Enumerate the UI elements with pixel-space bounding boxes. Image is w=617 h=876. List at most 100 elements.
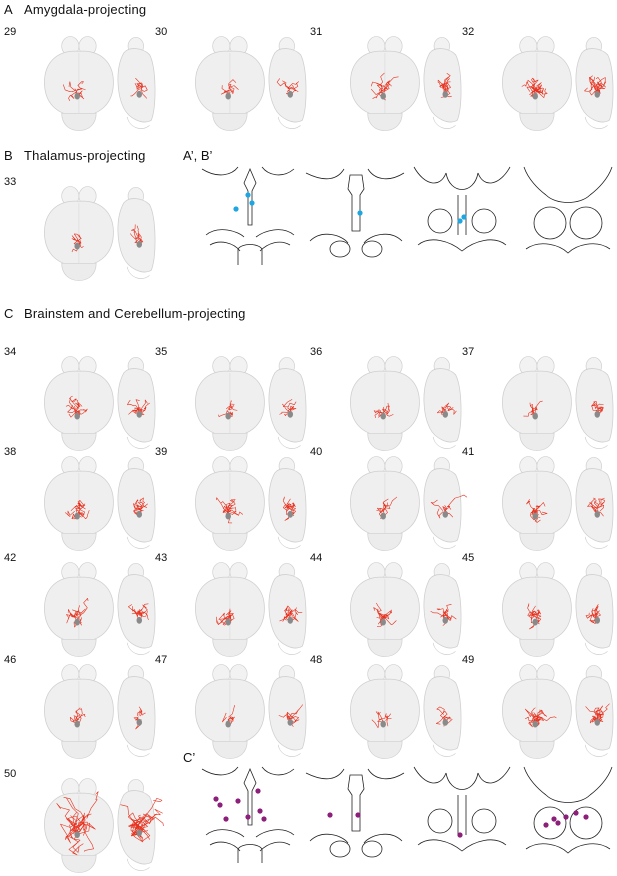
axon-trace: [131, 827, 144, 843]
axon-trace: [529, 610, 538, 620]
axon-trace: [599, 82, 607, 90]
panel-number: 30: [155, 26, 168, 38]
axon-trace: [384, 81, 392, 92]
dorsal-brain-view: [502, 562, 572, 657]
neuron-panel: [16, 354, 166, 454]
neuron-panel: [322, 34, 472, 134]
axon-trace: [292, 84, 297, 92]
section-letter: C: [4, 306, 14, 321]
axon-trace: [68, 397, 79, 413]
dorsal-brain-view: [195, 36, 265, 131]
neuron-panel: [16, 662, 166, 762]
axon-trace: [533, 87, 541, 93]
axon-trace: [63, 796, 86, 829]
soma-marker: [594, 510, 601, 518]
axon-trace: [229, 86, 235, 95]
panel-number: 34: [4, 346, 17, 358]
soma-marker: [74, 92, 80, 100]
axon-trace: [139, 498, 145, 510]
axon-trace: [135, 236, 143, 243]
axon-trace: [66, 613, 77, 624]
axon-trace: [139, 820, 150, 840]
axon-trace: [216, 497, 227, 512]
coronal-section: [413, 166, 511, 252]
projection-dot: [213, 796, 219, 802]
axon-trace: [228, 716, 234, 721]
sublabel-ab-prime: A’, B’: [183, 148, 213, 163]
axon-trace: [531, 605, 537, 615]
lateral-brain-view: [117, 357, 156, 449]
dorsal-brain-view: [44, 186, 114, 281]
soma-marker: [287, 510, 294, 518]
neuron-panel: [167, 454, 317, 554]
neuron-panel: [322, 454, 472, 554]
axon-trace: [596, 703, 610, 716]
axon-trace: [593, 401, 599, 409]
axon-trace: [291, 82, 299, 90]
axon-trace: [286, 86, 292, 92]
soma-marker: [380, 618, 386, 626]
axon-trace: [139, 603, 149, 617]
axon-trace: [136, 225, 142, 242]
axon-trace: [290, 502, 296, 512]
soma-marker: [225, 618, 231, 626]
axon-trace: [78, 821, 89, 830]
axon-trace: [370, 81, 383, 90]
axon-trace: [79, 708, 83, 719]
axon-trace: [591, 608, 598, 616]
panel-number: 45: [462, 552, 475, 564]
axon-trace: [135, 77, 144, 89]
dorsal-brain-view: [502, 356, 572, 451]
soma-marker: [225, 512, 231, 520]
axon-trace: [589, 716, 600, 724]
neuron-panel: [474, 662, 617, 762]
axon-trace: [373, 607, 382, 616]
axon-trace: [534, 709, 543, 721]
axon-trace: [436, 706, 445, 715]
dorsal-brain-view: [195, 356, 265, 451]
axon-trace: [221, 85, 230, 94]
axon-trace: [62, 84, 77, 93]
axon-trace: [436, 508, 444, 519]
soma-marker: [532, 412, 538, 420]
neuron-panel: [167, 662, 317, 762]
soma-marker: [380, 720, 386, 728]
axon-trace: [78, 510, 90, 520]
panel-number: 38: [4, 446, 17, 458]
axon-trace: [292, 613, 299, 622]
soma-marker: [287, 410, 294, 418]
soma-marker: [380, 512, 386, 520]
soma-marker: [442, 718, 449, 726]
axon-trace: [135, 808, 163, 830]
axon-trace: [376, 613, 384, 619]
axon-trace: [533, 715, 545, 721]
axon-trace: [371, 718, 383, 729]
axon-trace: [75, 791, 99, 829]
projection-dot: [357, 210, 363, 216]
axon-trace: [599, 504, 605, 512]
lateral-brain-view: [423, 457, 462, 549]
axon-trace: [218, 410, 228, 417]
axon-trace: [447, 615, 457, 620]
projection-dot: [457, 218, 463, 224]
axon-trace: [436, 716, 445, 725]
axon-trace: [228, 400, 232, 411]
axon-trace: [588, 613, 598, 618]
axon-trace: [137, 797, 163, 826]
projection-dot: [461, 214, 467, 220]
soma-marker: [380, 92, 386, 100]
soma-marker: [136, 718, 143, 726]
axon-trace: [229, 506, 237, 515]
projection-dot: [249, 200, 255, 206]
axon-trace: [441, 406, 447, 415]
axon-trace: [441, 76, 449, 88]
axon-trace: [78, 408, 88, 415]
axon-trace: [222, 712, 227, 723]
axon-trace: [226, 614, 232, 619]
projection-dot: [255, 788, 261, 794]
lateral-brain-view: [575, 457, 614, 549]
axon-trace: [380, 72, 385, 90]
axon-trace: [372, 90, 383, 99]
neuron-panel: [322, 560, 472, 660]
